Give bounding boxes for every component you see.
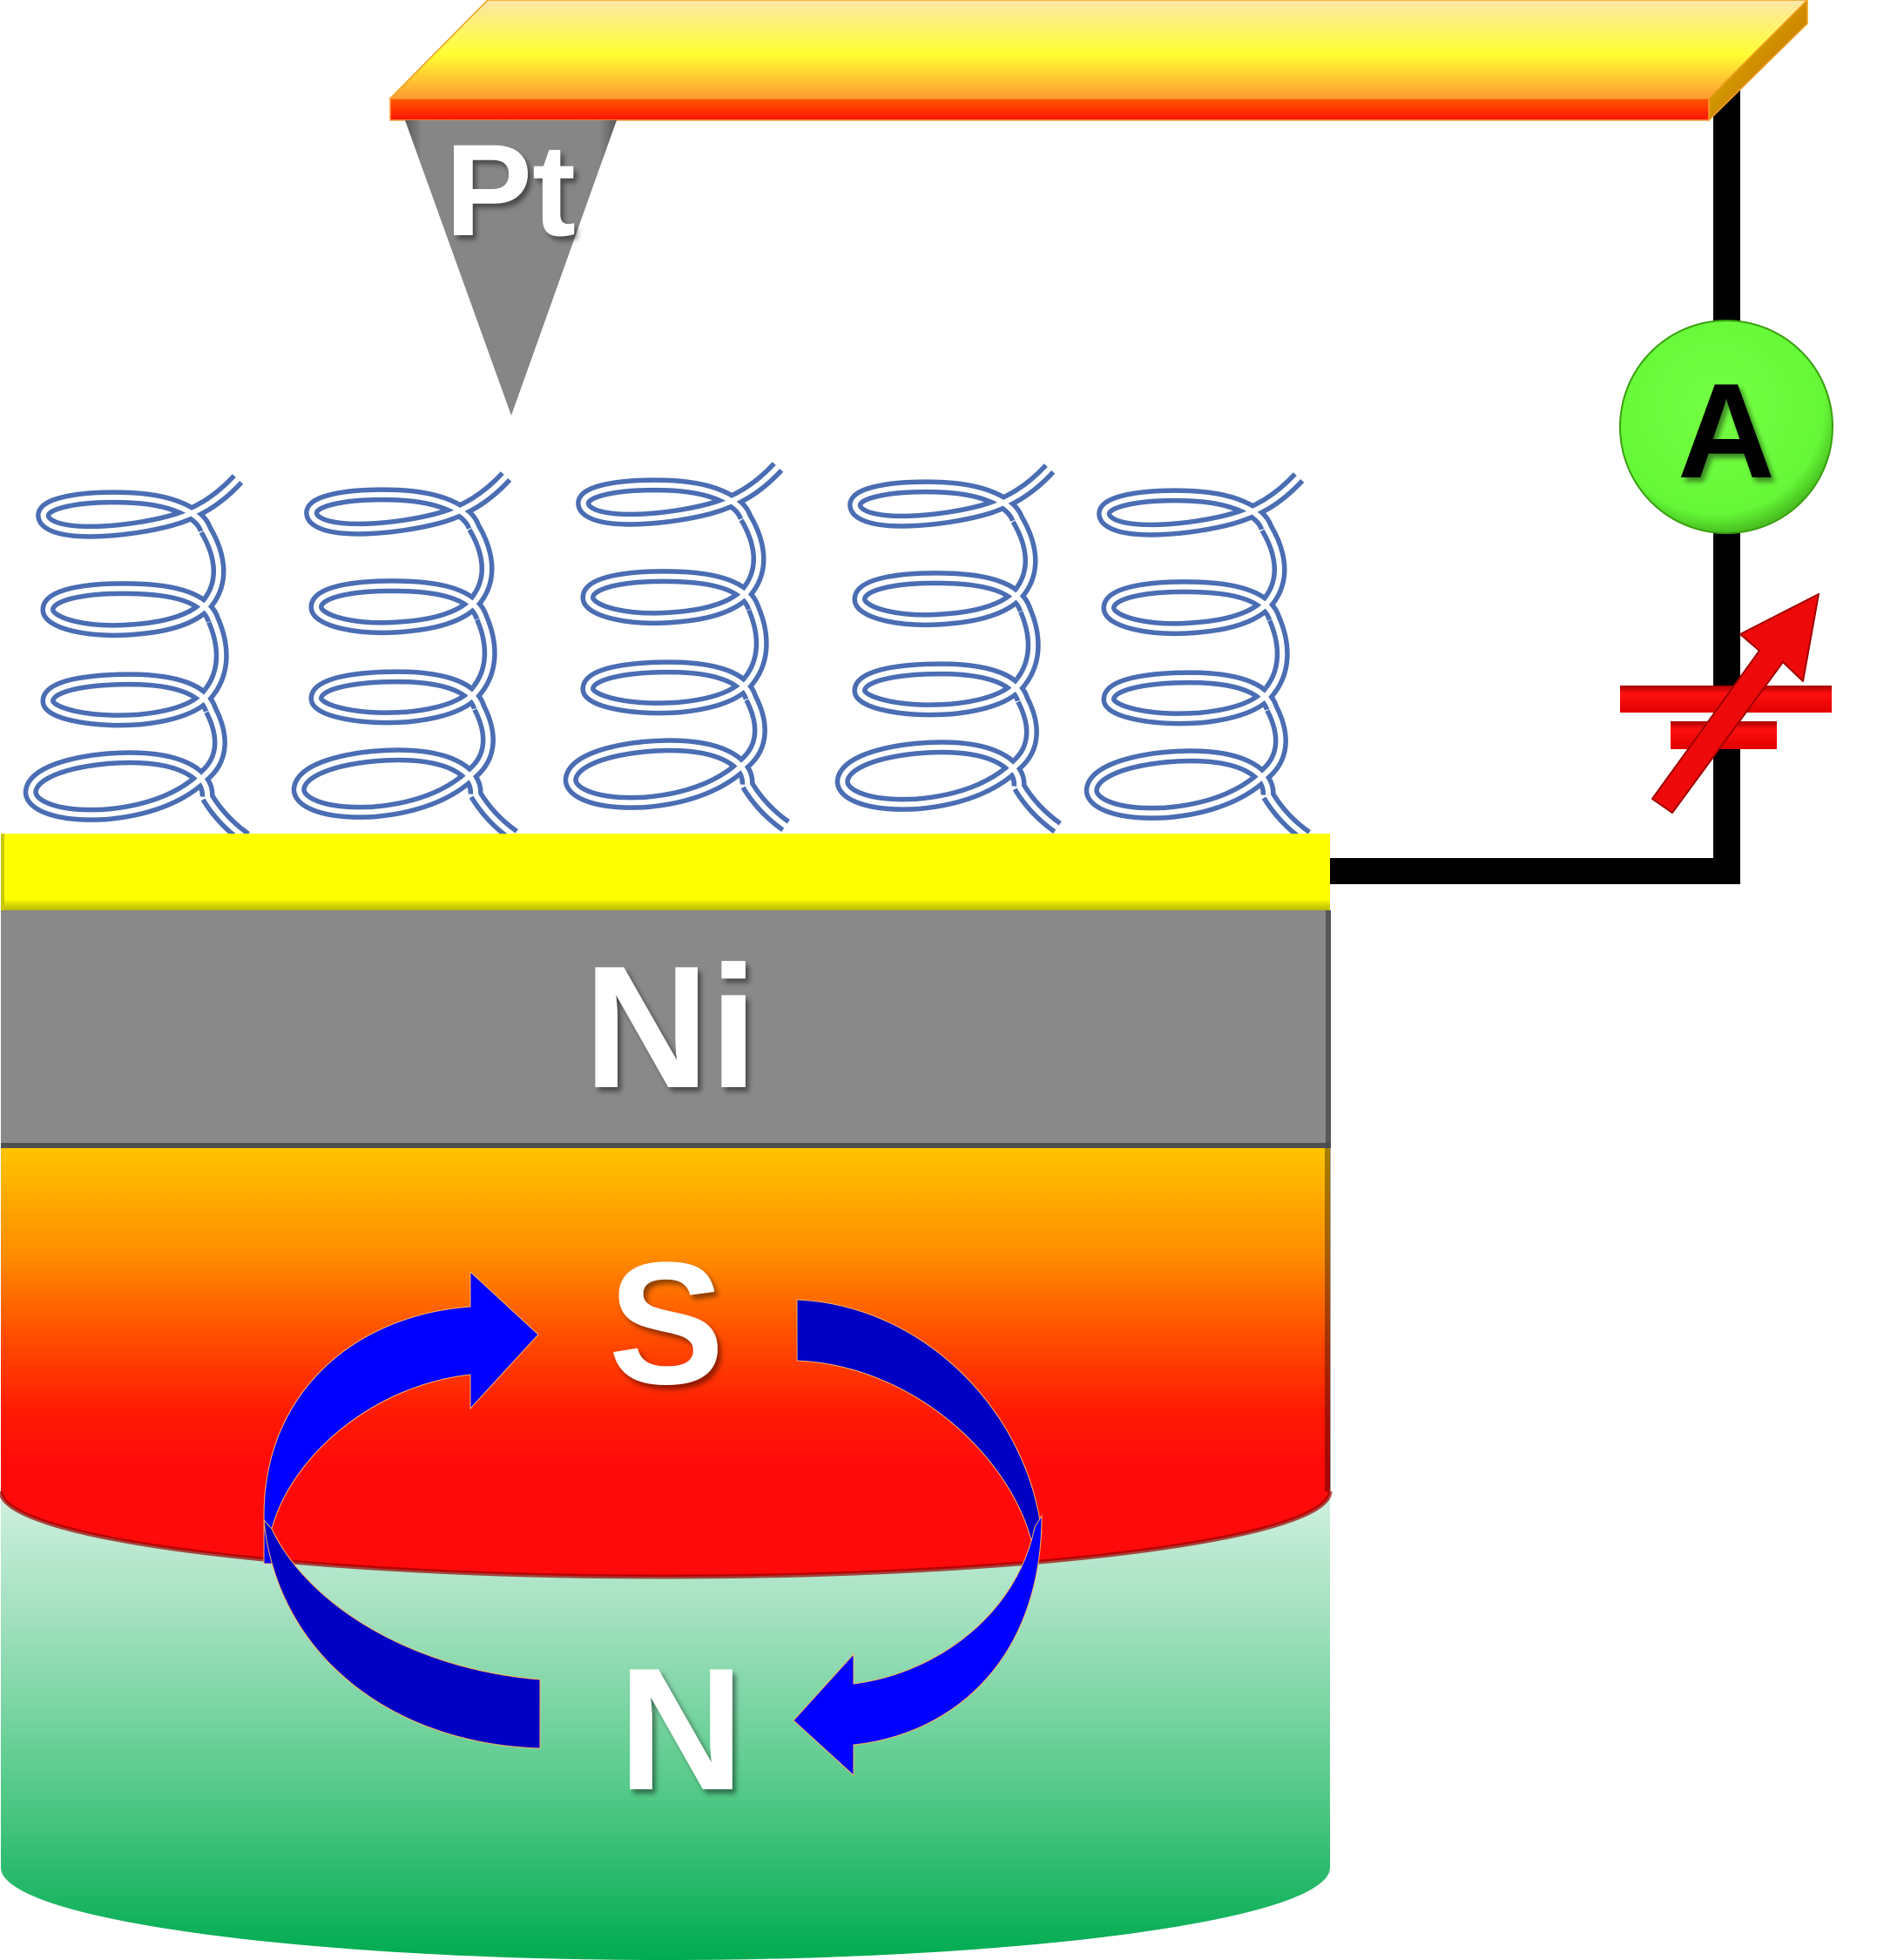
field-arrow-lower-left [263,1518,541,1749]
helix-molecule [299,476,514,835]
helical-molecules [30,467,1306,838]
magnet-edge-shadow [1325,1148,1331,1491]
south-pole-label: S [608,1227,724,1421]
magnet-south-rim [0,1490,1333,1579]
helix-molecule [842,469,1057,828]
field-arrow-upper-left [263,1270,539,1565]
ammeter-label: A [1678,355,1775,506]
wire-horizontal [1330,858,1740,884]
field-arrow-lower-right [793,1514,1043,1777]
tip-label: Pt [445,117,576,263]
tip-shape [405,120,617,416]
cantilever-front-face [389,98,1710,121]
ni-layer: Ni [1,910,1331,1148]
helix-molecule [1091,477,1306,836]
magnet-north-body [1,1481,1330,1960]
field-lines [263,1270,1043,1777]
ni-layer-rect [1,910,1331,1148]
gold-layer [1,834,1330,910]
helix-molecule [571,467,786,826]
ni-layer-side-edge [1326,910,1331,1148]
ammeter-circle [1619,320,1833,534]
pt-tip: Pt [405,117,617,416]
helix-molecule [30,479,246,838]
variable-arrow-icon [1651,593,1820,814]
ammeter: A [1619,320,1833,534]
gold-layer-rect [1,834,1330,910]
variable-voltage-source [1620,593,1832,814]
cantilever-top-face [388,0,1809,99]
ni-layer-bottom-edge [1,1143,1331,1148]
north-pole-label: N [618,1632,744,1827]
ni-label: Ni [584,930,758,1125]
gold-layer-bevel [1,834,4,910]
cantilever [388,0,1809,122]
